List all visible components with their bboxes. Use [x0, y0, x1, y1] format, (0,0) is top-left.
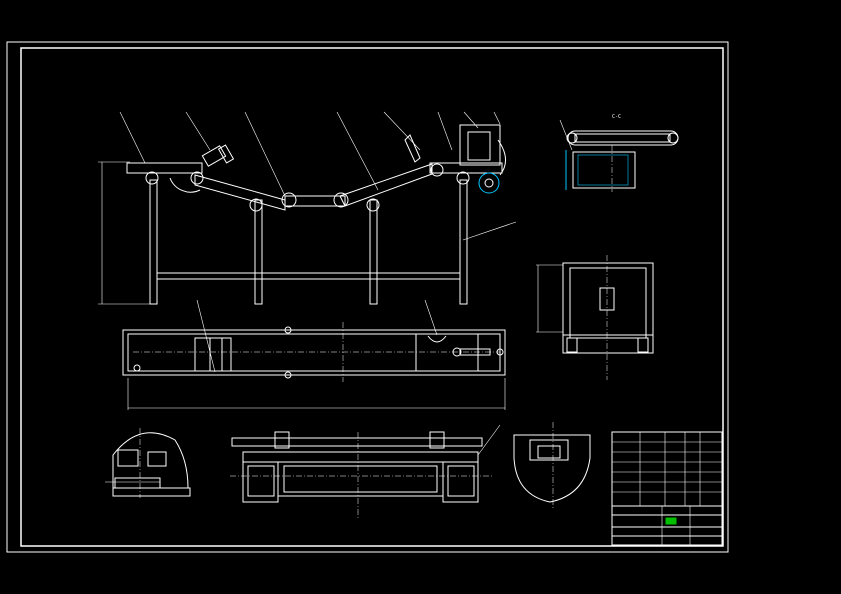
outer-border [6, 41, 729, 553]
title-block [611, 431, 723, 546]
section-view-bottom [230, 424, 501, 518]
plan-view [122, 299, 506, 410]
detail-view-shield [513, 422, 591, 508]
inner-border [20, 47, 724, 547]
side-view [536, 255, 654, 380]
section-cc-label: C-C [612, 114, 621, 120]
detail-view-left [105, 428, 191, 498]
front-elevation-view [98, 111, 517, 305]
title-block-green-mark [665, 517, 677, 525]
section-cc-view [559, 119, 679, 192]
